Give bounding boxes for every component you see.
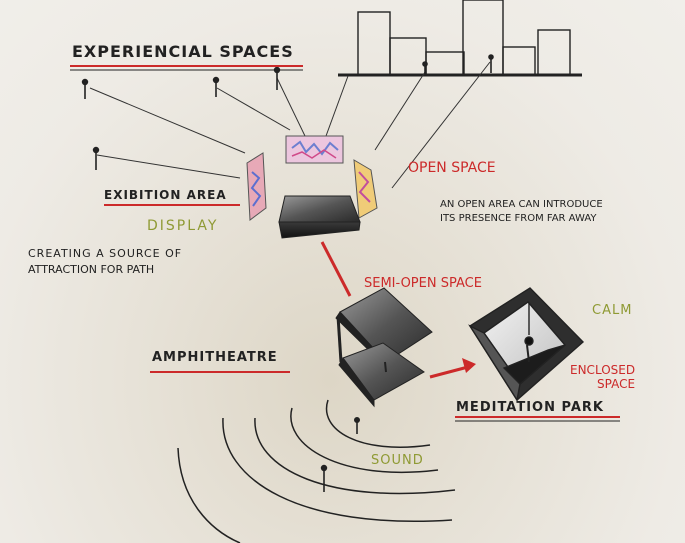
open-space-label: OPEN SPACE xyxy=(408,160,496,176)
meditation-cube-icon xyxy=(470,288,583,400)
meditation-park-label: MEDITATION PARK xyxy=(456,400,604,415)
attraction-line-2: ATTRACTION FOR PATH xyxy=(28,263,154,276)
amphitheatre-label: AMPHITHEATRE xyxy=(152,350,278,365)
exibition-area-label: EXIBITION AREA xyxy=(104,188,227,202)
display-plinth-icon xyxy=(279,196,360,238)
attraction-line-1: CREATING A SOURCE OF xyxy=(28,247,182,260)
open-space-note-line-2: ITS PRESENCE FROM FAR AWAY xyxy=(440,213,597,224)
semi-open-space-label: SEMI-OPEN SPACE xyxy=(364,276,482,291)
title-label: EXPERIENCIAL SPACES xyxy=(72,42,294,61)
display-label: DISPLAY xyxy=(147,218,218,234)
sound-waves xyxy=(178,400,455,543)
amphitheatre-icon xyxy=(336,288,432,406)
enclosed-label-line-1: ENCLOSED xyxy=(570,363,635,377)
open-space-note-line-1: AN OPEN AREA CAN INTRODUCE xyxy=(440,199,603,210)
calm-label: CALM xyxy=(592,303,632,318)
skyline-sketch xyxy=(338,0,582,75)
sound-label: SOUND xyxy=(371,453,424,468)
enclosed-label-line-2: SPACE xyxy=(597,377,635,391)
